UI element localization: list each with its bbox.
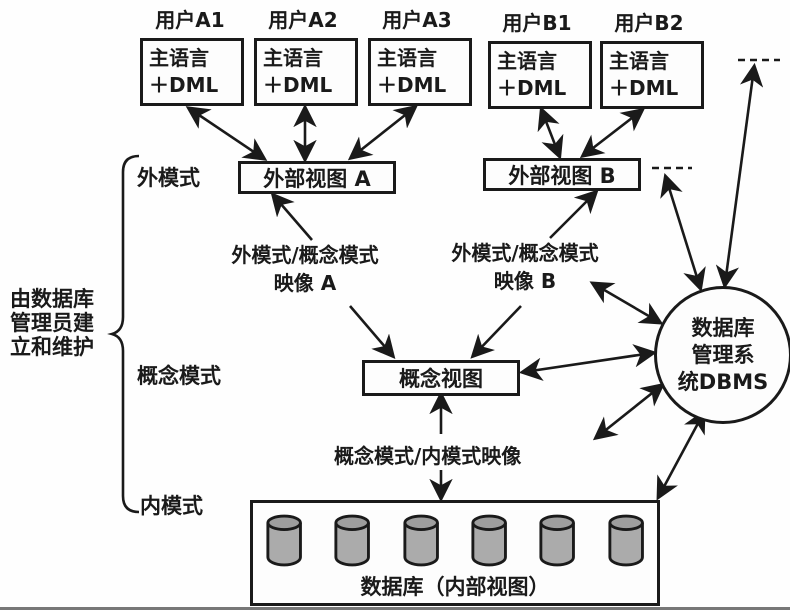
- label-conceptual-schema: 概念模式: [137, 364, 221, 388]
- dml-line: ＋DML: [377, 73, 447, 97]
- host-language-box-a3: 主语言 ＋DML: [368, 38, 472, 106]
- arrow-userB2-viewB: [579, 107, 646, 159]
- database-cylinder-icon: [266, 514, 302, 567]
- database-cylinder-icon: [403, 514, 439, 567]
- arrow-dbms-ellipsis-top: [715, 62, 764, 290]
- database-cylinder-icon: [539, 514, 576, 567]
- user-label-a1: 用户A1: [155, 8, 225, 32]
- dml-line: ＋DML: [149, 73, 219, 97]
- arrow-dbms-mappingB: [589, 281, 664, 325]
- dbms-line2: 管理系: [691, 342, 755, 367]
- mapping-a-line1: 外模式/概念模式: [231, 243, 379, 267]
- host-language-line: 主语言: [609, 49, 669, 73]
- external-view-a-box: 外部视图 A: [238, 161, 396, 194]
- dml-line: ＋DML: [497, 76, 567, 100]
- conceptual-view-label: 概念视图: [399, 367, 483, 391]
- label-external-schema: 外模式: [137, 166, 200, 190]
- dml-line: ＋DML: [609, 76, 679, 100]
- user-label-a2: 用户A2: [268, 8, 338, 32]
- mapping-a-line2: 映像 A: [273, 271, 337, 295]
- arrow-dbms-database: [656, 409, 706, 501]
- dba-note-line3: 立和维护: [10, 335, 94, 359]
- mapping-b-line2: 映像 B: [493, 269, 557, 293]
- arrow-userB1-viewB: [537, 106, 564, 160]
- arrow-dbms-ellipsis-viewB: [660, 173, 706, 292]
- host-language-box-a2: 主语言 ＋DML: [254, 38, 358, 106]
- host-language-box-b2: 主语言 ＋DML: [600, 41, 704, 109]
- label-internal-schema: 内模式: [140, 494, 203, 518]
- host-language-line: 主语言: [263, 46, 323, 70]
- cylinder-row: [265, 513, 645, 569]
- arrow-dbms-internal-mapping: [592, 382, 666, 441]
- mapping-a-text: 外模式/概念模式 映像 A: [205, 241, 405, 297]
- host-language-line: 主语言: [149, 46, 209, 70]
- user-label-a3: 用户A3: [382, 8, 452, 32]
- dbms-line1: 数据库: [691, 315, 755, 340]
- host-language-box-b1: 主语言 ＋DML: [488, 41, 592, 109]
- host-language-line: 主语言: [377, 46, 437, 70]
- arrow-mappingB-conceptview: [470, 305, 522, 359]
- arrow-mappingA-conceptview: [349, 305, 396, 359]
- mapping-b-text: 外模式/概念模式 映像 B: [425, 239, 625, 295]
- dba-note-line1: 由数据库: [10, 287, 94, 311]
- external-view-b-box: 外部视图 B: [483, 158, 641, 191]
- conceptual-view-box: 概念视图: [362, 360, 520, 396]
- database-cylinder-icon: [334, 514, 371, 567]
- database-box: 数据库（内部视图）: [250, 500, 660, 606]
- host-language-line: 主语言: [497, 49, 557, 73]
- dba-note: 由数据库 管理员建 立和维护: [10, 287, 120, 359]
- dbms-line3: 统DBMS: [677, 369, 769, 394]
- mapping-b-line1: 外模式/概念模式: [451, 241, 599, 265]
- arrow-dbms-conceptview: [518, 344, 658, 381]
- user-label-b1: 用户B1: [502, 11, 572, 35]
- host-language-box-a1: 主语言 ＋DML: [140, 38, 244, 106]
- dba-note-line2: 管理员建: [10, 311, 94, 335]
- arrow-mappingA-viewA: [270, 192, 313, 241]
- external-view-b-label: 外部视图 B: [508, 163, 616, 188]
- dml-line: ＋DML: [263, 73, 333, 97]
- conceptual-internal-mapping-text: 概念模式/内模式映像: [334, 444, 522, 468]
- arrow-userA3-viewA: [347, 104, 419, 161]
- user-label-b2: 用户B2: [614, 11, 684, 35]
- arrow-mappingB-viewB: [549, 189, 599, 239]
- external-view-a-label: 外部视图 A: [263, 166, 371, 191]
- frame-bottom-edge: [0, 607, 790, 610]
- arrow-userA1-viewA: [185, 106, 268, 161]
- database-cylinder-icon: [608, 514, 644, 567]
- database-cylinder-icon: [471, 514, 507, 567]
- database-label: 数据库（内部视图）: [360, 575, 550, 599]
- dbms-circle: 数据库 管理系 统DBMS: [654, 286, 790, 424]
- brace-left: [107, 154, 140, 514]
